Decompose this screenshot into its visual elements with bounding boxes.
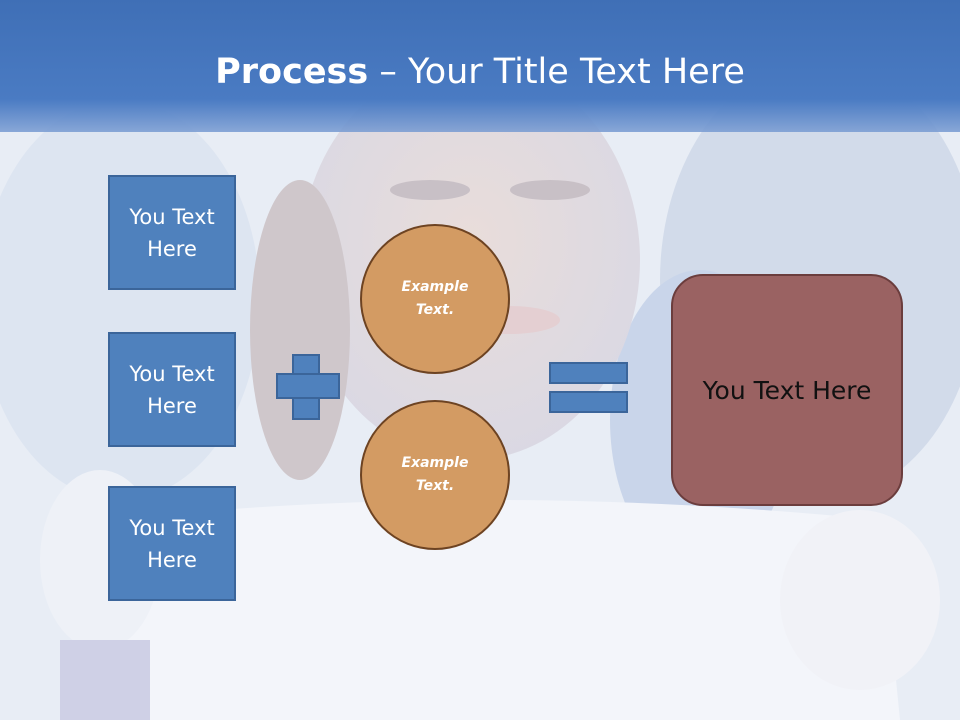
input-box-3: You Text Here — [108, 486, 236, 601]
example-circle-2: Example Text. — [360, 400, 510, 550]
slide-title: Process – Your Title Text Here — [0, 52, 960, 92]
result-box: You Text Here — [671, 274, 903, 506]
input-box-1: You Text Here — [108, 175, 236, 290]
example-circle-1: Example Text. — [360, 224, 510, 374]
title-bold: Process — [215, 52, 369, 92]
title-bar — [0, 0, 960, 132]
input-box-2: You Text Here — [108, 332, 236, 447]
title-rest: – Your Title Text Here — [368, 52, 745, 92]
